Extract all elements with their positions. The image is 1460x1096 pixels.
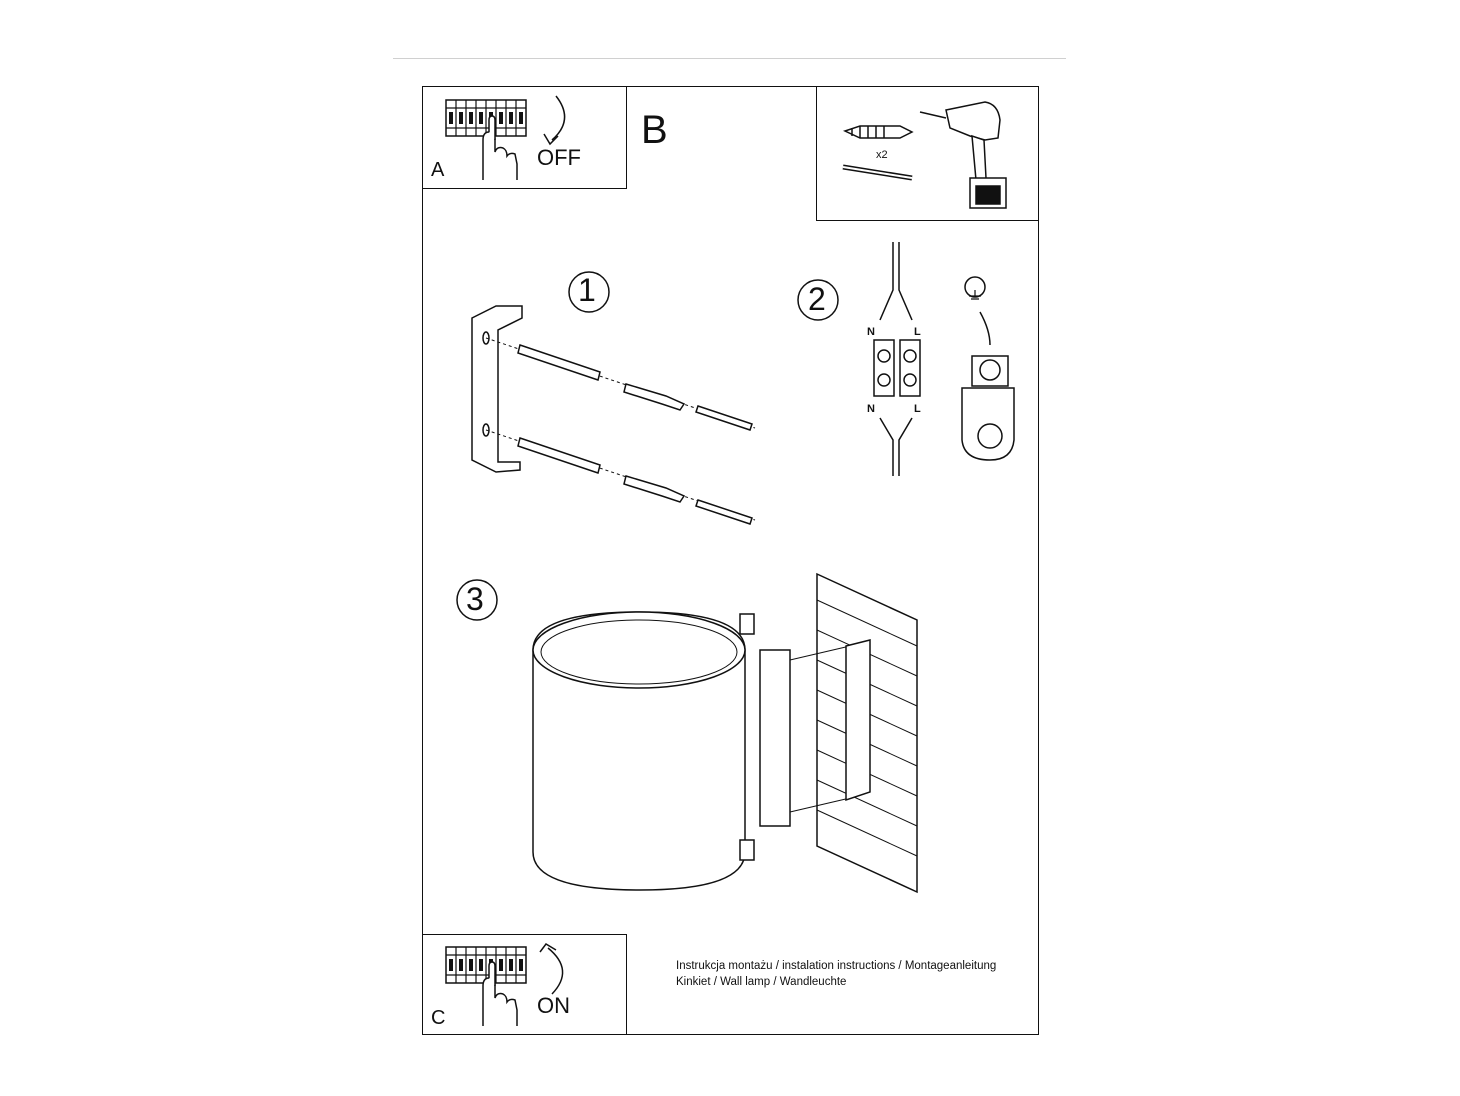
step-3-number: 3 (466, 581, 484, 617)
footer-line-2: Kinkiet / Wall lamp / Wandleuchte (676, 976, 847, 988)
panel-b-letter: B (641, 108, 668, 152)
step-1-number: 1 (578, 272, 596, 308)
panel-a-letter: A (431, 159, 445, 181)
live-label-bottom: L (914, 403, 921, 415)
fixings-count: x2 (876, 149, 888, 161)
neutral-label-top: N (867, 326, 875, 338)
panel-c-on-label: ON (537, 993, 570, 1018)
instruction-sheet (422, 86, 1039, 1035)
step-2-number: 2 (808, 281, 826, 317)
footer-line-1: Instrukcja montażu / instalation instruc… (676, 960, 997, 972)
top-divider (393, 58, 1066, 59)
neutral-label-bottom: N (867, 403, 875, 415)
live-label-top: L (914, 326, 921, 338)
panel-c-letter: C (431, 1007, 446, 1029)
panel-a-off-label: OFF (537, 145, 581, 170)
